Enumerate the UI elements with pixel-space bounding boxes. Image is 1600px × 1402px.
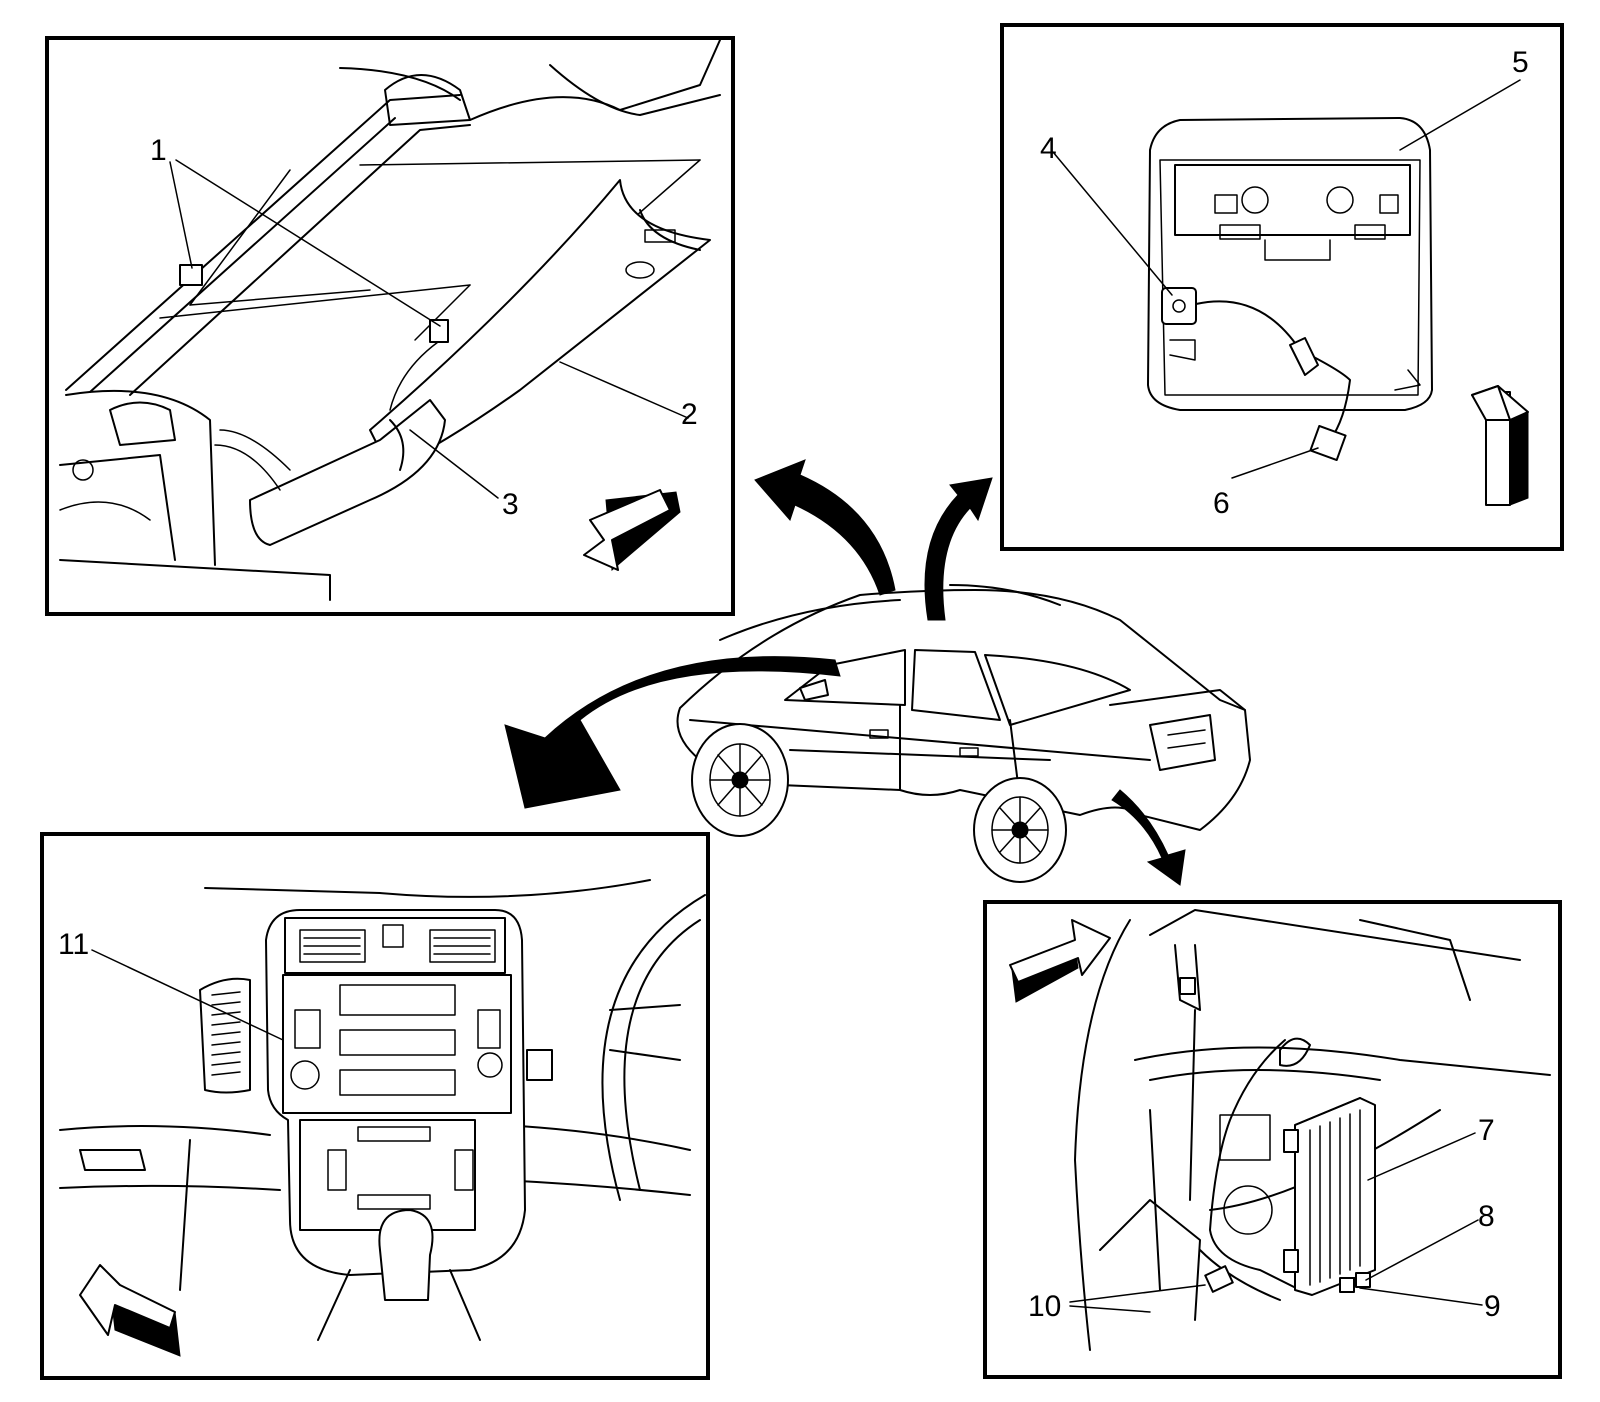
view-direction-arrow bbox=[79, 1264, 181, 1357]
callout-11: 11 bbox=[58, 928, 89, 961]
callout-6: 6 bbox=[1213, 487, 1230, 520]
vehicle-illustration bbox=[676, 584, 1251, 883]
leader-lines-panel-4 bbox=[1069, 1132, 1483, 1313]
callout-8: 8 bbox=[1478, 1200, 1495, 1233]
callout-7: 7 bbox=[1478, 1114, 1495, 1147]
view-direction-arrow bbox=[1009, 919, 1111, 1003]
callout-5: 5 bbox=[1512, 46, 1529, 79]
callout-4: 4 bbox=[1040, 132, 1057, 165]
trunk-amplifier-illustration bbox=[1074, 909, 1551, 1351]
overhead-console-panel: 4 5 6 bbox=[1000, 23, 1564, 551]
view-direction-arrow bbox=[583, 489, 681, 572]
leader-lines-panel-3 bbox=[91, 949, 284, 1041]
arrow-to-overhead-console-view bbox=[924, 477, 993, 621]
view-direction-arrow bbox=[1471, 385, 1529, 506]
arrow-to-trunk-amplifier-view bbox=[1111, 789, 1186, 886]
overhead-console-illustration bbox=[1147, 117, 1433, 462]
instrument-panel-panel: 11 bbox=[40, 832, 710, 1380]
callout-2: 2 bbox=[681, 398, 698, 431]
arrow-to-instrument-panel-view bbox=[504, 656, 841, 809]
trunk-amplifier-panel: 7 8 9 10 bbox=[983, 900, 1562, 1379]
callout-9: 9 bbox=[1484, 1290, 1501, 1323]
callout-1: 1 bbox=[150, 134, 167, 167]
callout-10: 10 bbox=[1028, 1290, 1061, 1323]
arrow-to-pillar-view bbox=[754, 459, 896, 596]
pointer-arrows bbox=[504, 459, 1186, 886]
instrument-panel-illustration bbox=[59, 879, 706, 1341]
callout-3: 3 bbox=[502, 488, 519, 521]
pillar-speaker-panel: 1 2 3 bbox=[45, 36, 735, 616]
leader-lines-panel-2 bbox=[1052, 79, 1521, 479]
leader-lines-panel-1 bbox=[169, 159, 689, 499]
pillar-trim-illustration bbox=[59, 39, 721, 601]
